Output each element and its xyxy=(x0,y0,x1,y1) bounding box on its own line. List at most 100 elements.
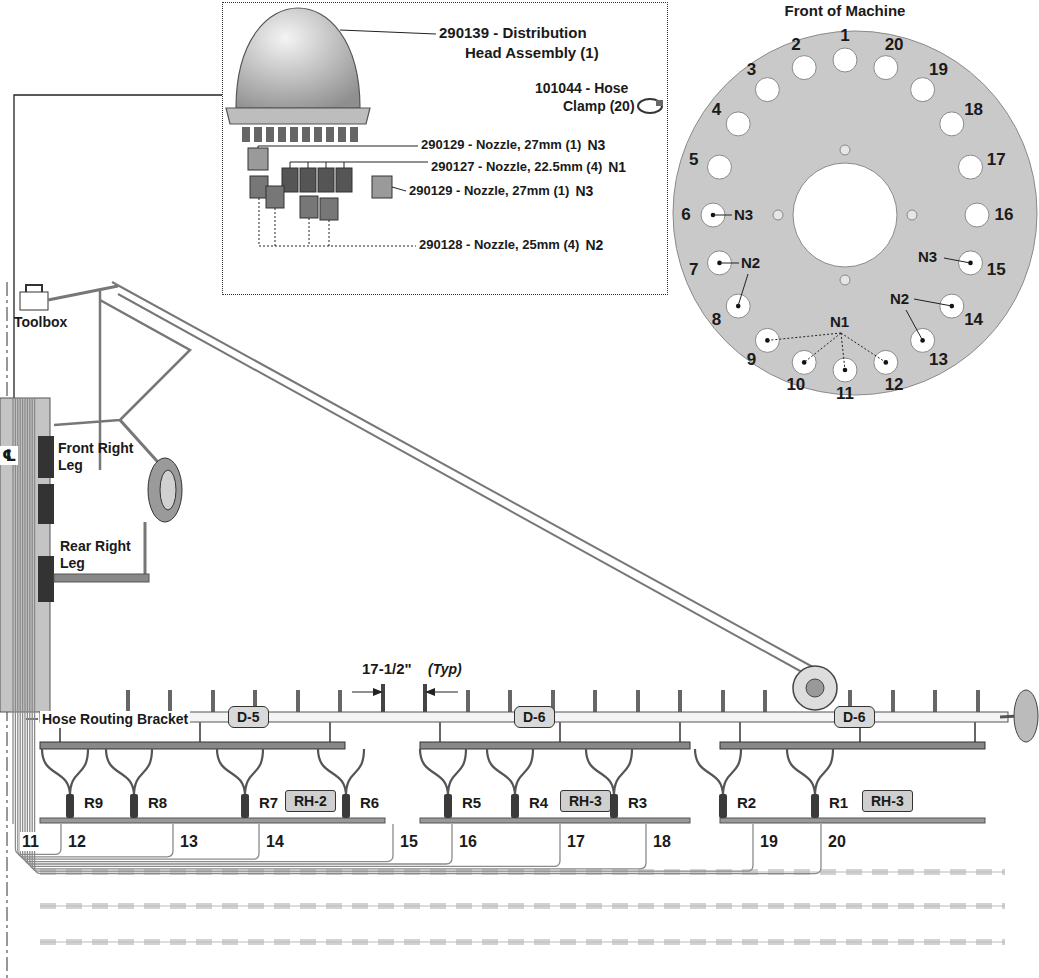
row-header-tag: RH-3 xyxy=(560,790,611,812)
part-label: 290128 - Nozzle, 25mm (4) xyxy=(419,237,579,254)
nozzle xyxy=(248,148,268,170)
nozzle-hole xyxy=(701,48,989,382)
frame xyxy=(48,282,822,682)
nozzle-hole xyxy=(965,203,989,227)
nozzle xyxy=(250,176,268,198)
row-unit-label: R1 xyxy=(827,794,850,812)
toolbar xyxy=(720,742,985,749)
outlet-number: 10 xyxy=(786,375,805,395)
tag-text: D-6 xyxy=(843,709,866,725)
row-unit-label: R9 xyxy=(82,794,105,812)
nozzle-code: N3 xyxy=(575,183,593,200)
distribution-head xyxy=(246,127,354,142)
leader-line xyxy=(259,198,416,246)
frame xyxy=(112,282,822,682)
gauge-wheel xyxy=(148,458,182,522)
row-header-tag: RH-2 xyxy=(285,790,336,812)
distribution-plate xyxy=(673,31,1037,395)
toolbar xyxy=(40,818,385,823)
nozzle xyxy=(300,168,316,192)
leader-line xyxy=(340,30,436,34)
nozzle xyxy=(320,198,338,220)
nozzle-hole xyxy=(726,112,750,136)
part-label: Front Right Leg xyxy=(58,440,148,474)
outlet-number: 17 xyxy=(987,149,1006,169)
nozzle-hole xyxy=(940,112,964,136)
shank-rows xyxy=(40,872,1005,942)
dimension-note: (Typ) xyxy=(428,661,462,678)
nozzle xyxy=(336,168,352,192)
toolbox xyxy=(26,285,42,292)
outlet-number: 16 xyxy=(457,832,479,851)
leader-line xyxy=(713,215,732,216)
outlet-number: 7 xyxy=(689,260,698,280)
transport-wheel xyxy=(1014,690,1038,742)
part-label: 101044 - Hose Clamp (20) xyxy=(535,79,647,115)
row-unit xyxy=(444,794,452,818)
gauge-wheel xyxy=(160,470,176,510)
leader-line xyxy=(944,258,971,263)
hose xyxy=(35,398,821,874)
hose xyxy=(106,749,152,796)
nozzle-hole xyxy=(959,155,983,179)
nozzle xyxy=(248,148,392,220)
row-unit xyxy=(241,794,249,818)
leader-dot xyxy=(884,360,889,365)
dimension-arrow xyxy=(352,688,458,696)
nozzle-code: N1 xyxy=(608,159,626,176)
outlet-number: 14 xyxy=(264,832,286,851)
hopper xyxy=(38,484,54,524)
outlet-number: 9 xyxy=(747,350,756,370)
tag-text: RH-2 xyxy=(294,793,327,809)
toolbox xyxy=(20,285,48,310)
outlet-number: 4 xyxy=(712,100,721,120)
nozzle-code: N2 xyxy=(741,254,760,272)
outlet-number: 11 xyxy=(20,832,41,851)
outlet-number: 12 xyxy=(66,832,88,851)
dimension-arrow xyxy=(352,691,458,692)
transport-wheel xyxy=(793,666,1038,742)
hose xyxy=(487,749,533,796)
part-label: Rear Right Leg xyxy=(60,538,150,572)
hose xyxy=(695,749,741,796)
nozzle-code: N3 xyxy=(918,248,937,266)
outlet-number: 16 xyxy=(995,205,1014,225)
part-label: 290129 - Nozzle, 27mm (1) xyxy=(409,183,569,200)
shank-rows xyxy=(40,872,1005,942)
nozzle-hole xyxy=(833,48,857,72)
outlet-number: 1 xyxy=(840,26,849,46)
toolbar xyxy=(40,742,345,749)
leader-dot xyxy=(920,338,925,343)
toolbar xyxy=(383,684,425,712)
nozzle-code: N3 xyxy=(587,137,605,154)
toolbar xyxy=(420,818,690,823)
hose xyxy=(42,749,88,796)
nozzle-code: N2 xyxy=(585,237,603,254)
outlet-number: 18 xyxy=(651,832,673,851)
leader-line xyxy=(14,95,222,398)
nozzle-hole xyxy=(874,56,898,80)
view-caption: Front of Machine xyxy=(785,2,906,20)
nozzle-code: N2 xyxy=(890,290,909,308)
row-unit xyxy=(130,794,138,818)
tag-text: D-6 xyxy=(523,709,546,725)
distribution-head xyxy=(226,108,370,124)
outlet-number: 15 xyxy=(987,260,1006,280)
toolbar xyxy=(720,818,985,823)
outlet-number: 11 xyxy=(836,384,854,404)
row-unit xyxy=(610,794,618,818)
leader-line xyxy=(258,30,436,246)
row-unit xyxy=(719,794,727,818)
outlet-number: 13 xyxy=(178,832,200,851)
nozzle-hole xyxy=(911,78,935,102)
outlet-number: 20 xyxy=(885,35,904,55)
toolbox xyxy=(20,292,48,310)
distribution-plate xyxy=(793,163,897,267)
hose xyxy=(20,398,259,859)
distribution-plate xyxy=(840,275,850,285)
centerline-symbol: ℄ xyxy=(0,446,18,465)
distributor-tag: D-6 xyxy=(514,706,555,728)
tag-text: D-5 xyxy=(237,709,260,725)
tag-text: RH-3 xyxy=(569,793,602,809)
transport-wheel xyxy=(806,679,824,697)
